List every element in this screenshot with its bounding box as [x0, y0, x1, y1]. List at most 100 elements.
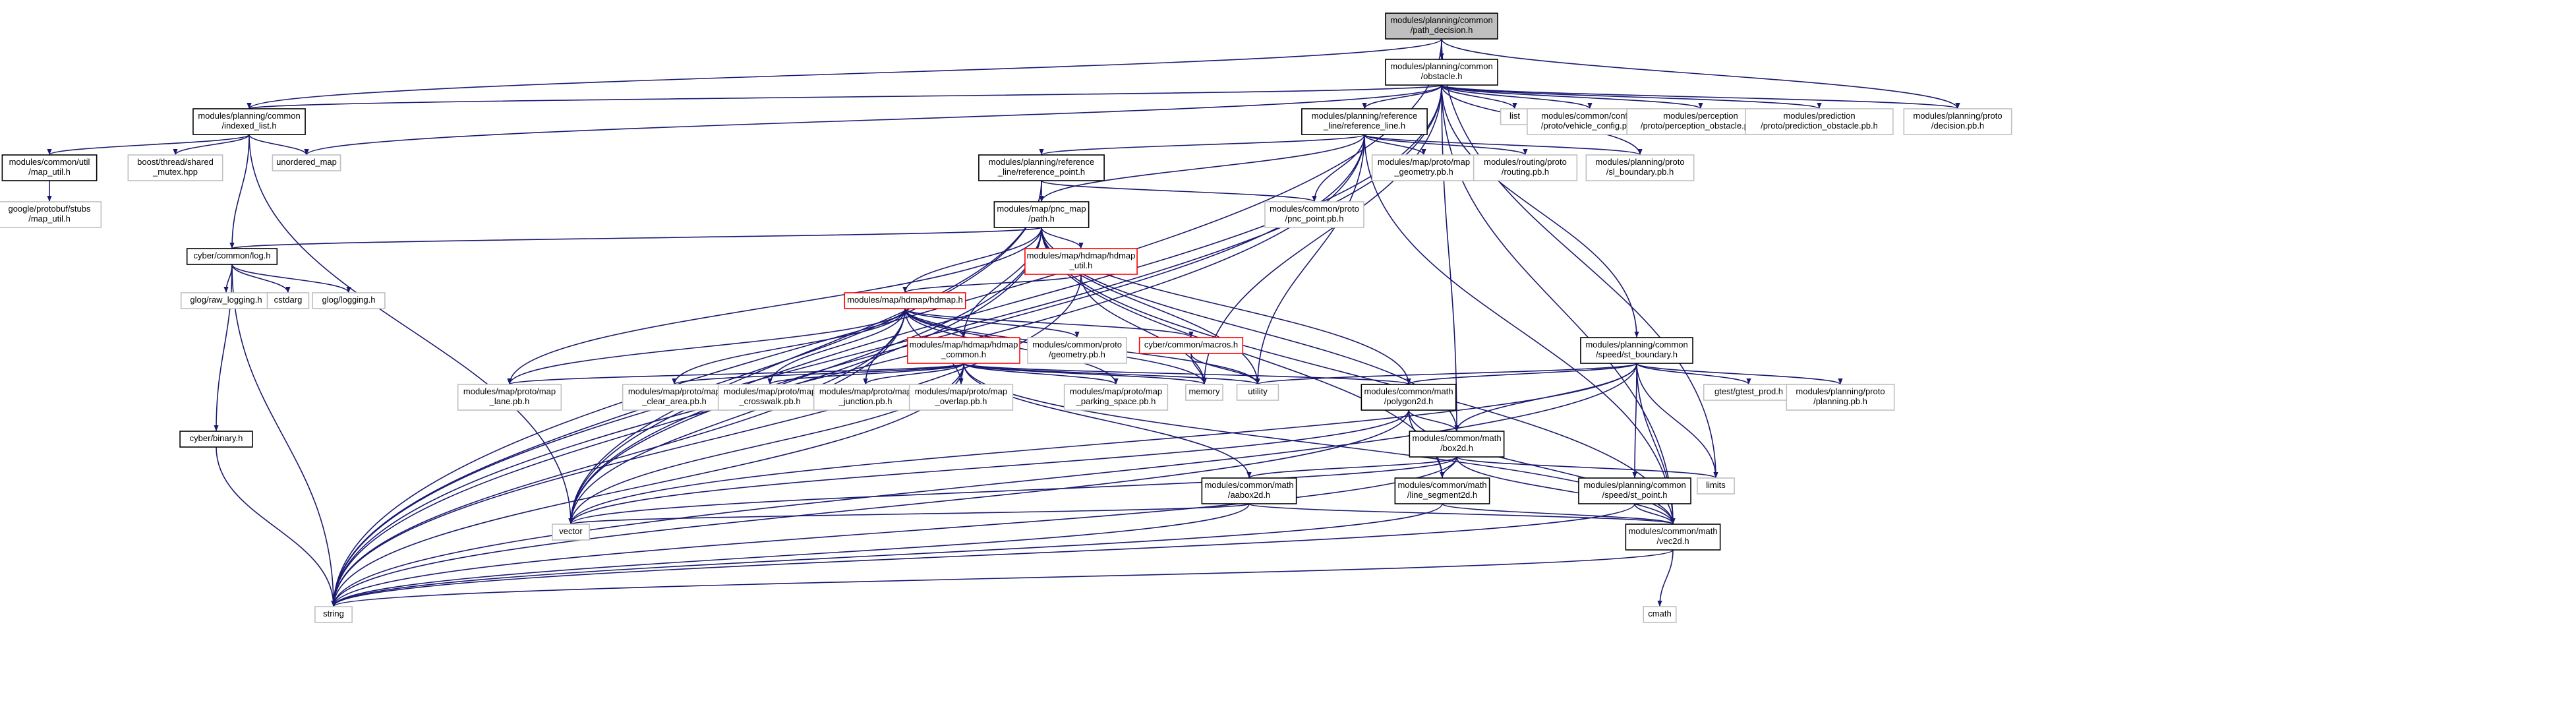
- edge-obstacle-to-box2d: [1441, 84, 1459, 432]
- node-box: [1625, 524, 1721, 551]
- node-box: [0, 201, 102, 228]
- edge-reference-point-to-pnc-point: [1041, 180, 1317, 202]
- node-geometry-pb: modules/common/proto/geometry.pb.h: [1027, 337, 1127, 364]
- edge-root-to-decision-pb: [1441, 38, 1960, 109]
- node-box: [1745, 108, 1894, 135]
- node-label: _geometry.pb.h: [1393, 167, 1453, 177]
- node-box: [993, 201, 1090, 228]
- node-unordered-map: unordered_map: [272, 154, 341, 171]
- node-box: [1264, 201, 1364, 228]
- node-speed-boundary[interactable]: modules/planning/common/speed/st_boundar…: [1580, 337, 1693, 364]
- node-label: /planning.pb.h: [1813, 396, 1867, 406]
- edge-hdmap-to-string: [331, 308, 906, 607]
- node-label: glog/logging.h: [322, 295, 376, 305]
- node-path[interactable]: modules/map/pnc_map/path.h: [993, 201, 1090, 228]
- node-label: modules/common/math: [1397, 480, 1486, 490]
- node-line-segment2d[interactable]: modules/common/math/line_segment2d.h: [1394, 477, 1490, 504]
- node-label: _clear_area.pb.h: [641, 396, 707, 406]
- node-box: [457, 384, 562, 411]
- node-polygon2d[interactable]: modules/common/math/polygon2d.h: [1361, 384, 1457, 411]
- node-box: [1301, 108, 1428, 135]
- node-box2d[interactable]: modules/common/math/box2d.h: [1409, 431, 1505, 458]
- edge-speed-boundary-to-gtest-prod: [1636, 363, 1751, 385]
- node-label: cyber/common/macros.h: [1144, 340, 1238, 349]
- edge-box2d-to-vec2d: [1456, 456, 1676, 525]
- edge-hdmap-util-to-hdmap: [902, 274, 1082, 293]
- edge-layer: [47, 38, 1960, 607]
- node-label: utility: [1248, 386, 1268, 396]
- node-label: /map_util.h: [28, 167, 71, 177]
- edge-aabox2d-to-vec2d: [1248, 503, 1676, 525]
- node-hdmap[interactable]: modules/map/hdmap/hdmap.h: [844, 292, 966, 309]
- node-label: modules/map/proto/map: [819, 386, 912, 396]
- node-label: boost/thread/shared: [137, 157, 214, 167]
- node-label: modules/planning/common: [1583, 480, 1685, 490]
- node-label: modules/planning/proto: [1595, 157, 1684, 167]
- node-reference-line[interactable]: modules/planning/reference_line/referenc…: [1301, 108, 1428, 135]
- edge-macros-to-memory: [1190, 353, 1207, 385]
- node-label: /indexed_list.h: [221, 121, 276, 131]
- node-aabox2d[interactable]: modules/common/math/aabox2d.h: [1201, 477, 1297, 504]
- node-label: modules/common/configs: [1541, 111, 1639, 121]
- edge-hdmap-common-to-parking-space: [963, 363, 1119, 385]
- edge-path-to-vector: [568, 227, 1042, 525]
- node-label: modules/planning/proto: [1796, 386, 1885, 396]
- node-label: /speed/st_point.h: [1602, 490, 1667, 500]
- node-label: modules/map/proto/map: [724, 386, 816, 396]
- edge-log-to-cstdarg: [231, 264, 291, 293]
- edge-indexed-list-to-unordered-map: [249, 134, 309, 156]
- edge-st-point-to-string: [331, 503, 1635, 607]
- edge-reference-line-to-reference-point: [1039, 134, 1365, 156]
- node-label: /aabox2d.h: [1228, 490, 1270, 500]
- node-binary[interactable]: cyber/binary.h: [179, 431, 253, 448]
- node-root[interactable]: modules/planning/common/path_decision.h: [1385, 13, 1498, 40]
- node-label: cyber/common/log.h: [193, 251, 270, 260]
- node-label: /map_util.h: [28, 214, 71, 224]
- node-protobuf-map-util: google/protobuf/stubs/map_util.h: [0, 201, 102, 228]
- edge-box2d-to-aabox2d: [1246, 456, 1457, 479]
- edge-hdmap-common-to-utility: [963, 363, 1260, 385]
- node-vec2d[interactable]: modules/common/math/vec2d.h: [1625, 524, 1721, 551]
- node-hdmap-util[interactable]: modules/map/hdmap/hdmap_util.h: [1024, 248, 1138, 275]
- edge-box2d-to-string: [331, 456, 1457, 607]
- edge-obstacle-to-decision-pb: [1441, 84, 1960, 109]
- node-box: [1063, 384, 1169, 411]
- node-box: [1703, 384, 1795, 401]
- edge-hdmap-common-to-crosswalk: [767, 363, 964, 385]
- node-label: /obstacle.h: [1421, 71, 1463, 81]
- node-obstacle[interactable]: modules/planning/common/obstacle.h: [1385, 59, 1498, 86]
- node-label: _parking_space.pb.h: [1076, 396, 1156, 406]
- edge-obstacle-to-prediction-obstacle: [1441, 84, 1822, 109]
- edge-indexed-list-to-log: [229, 134, 250, 249]
- node-label: /geometry.pb.h: [1049, 349, 1105, 359]
- edge-path-to-string: [331, 227, 1042, 607]
- edge-reference-line-to-map-geometry: [1364, 134, 1426, 156]
- edge-obstacle-to-string: [331, 84, 1442, 607]
- node-reference-point[interactable]: modules/planning/reference_line/referenc…: [978, 154, 1105, 181]
- edge-obstacle-to-list: [1441, 84, 1517, 109]
- node-pnc-point: modules/common/proto/pnc_point.pb.h: [1264, 201, 1364, 228]
- edge-path-to-hdmap: [902, 227, 1042, 293]
- edge-aabox2d-to-string: [331, 503, 1250, 607]
- edge-reference-point-to-vector: [568, 180, 1042, 525]
- edge-obstacle-to-vehicle-config: [1441, 84, 1593, 109]
- node-label: _line/reference_line.h: [1323, 121, 1405, 131]
- node-cstdarg: cstdarg: [266, 292, 310, 309]
- node-glog-logging: glog/logging.h: [312, 292, 386, 309]
- node-box: [1371, 154, 1477, 181]
- node-macros[interactable]: cyber/common/macros.h: [1138, 337, 1244, 354]
- node-hdmap-common[interactable]: modules/map/hdmap/hdmap_common.h: [907, 337, 1020, 364]
- edge-binary-to-string: [216, 446, 336, 607]
- node-box: [272, 154, 341, 171]
- node-st-point[interactable]: modules/planning/common/speed/st_point.h: [1578, 477, 1691, 504]
- node-junction: modules/map/proto/map_junction.pb.h: [813, 384, 918, 411]
- edge-reference-line-to-routing-pb: [1364, 134, 1528, 156]
- node-indexed-list[interactable]: modules/planning/common/indexed_list.h: [192, 108, 306, 135]
- node-map-util[interactable]: modules/common/util/map_util.h: [1, 154, 98, 181]
- node-box: [844, 292, 966, 309]
- edge-obstacle-to-speed-boundary: [1441, 84, 1639, 338]
- node-log[interactable]: cyber/common/log.h: [186, 248, 278, 265]
- edge-indexed-list-to-map-util: [47, 134, 250, 156]
- node-label: modules/map/hdmap/hdmap: [910, 340, 1018, 349]
